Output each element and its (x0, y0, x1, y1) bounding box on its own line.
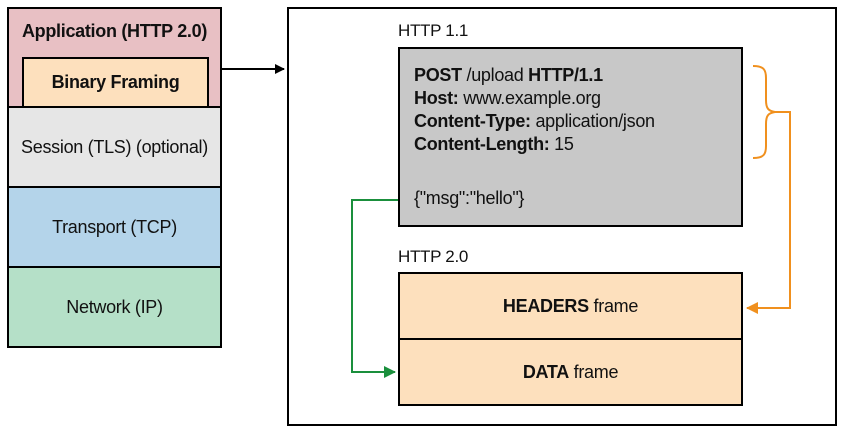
request-version: HTTP/1.1 (528, 65, 603, 85)
host-header-key: Host: (414, 88, 459, 108)
content-type-header: Content-Type: application/json (414, 111, 655, 132)
content-type-value: application/json (530, 111, 655, 131)
session-layer: Session (TLS) (optional) (7, 106, 222, 188)
http11-request-box: POST /upload HTTP/1.1 Host: www.example.… (398, 47, 743, 227)
session-layer-label: Session (TLS) (optional) (21, 137, 208, 157)
request-line: POST /upload HTTP/1.1 (414, 65, 603, 86)
request-method: POST (414, 65, 462, 85)
headers-brace (752, 65, 776, 159)
application-layer: Application (HTTP 2.0) Binary Framing (7, 7, 222, 110)
data-arrow (351, 199, 398, 378)
data-frame-type: DATA (522, 362, 569, 382)
headers-arrow (746, 111, 791, 314)
headers-frame-type: HEADERS (502, 296, 589, 316)
binary-framing-label: Binary Framing (51, 72, 180, 92)
request-path: /upload (461, 65, 529, 85)
host-header-value: www.example.org (458, 88, 601, 108)
host-header: Host: www.example.org (414, 88, 601, 109)
content-length-value: 15 (549, 134, 574, 154)
transport-layer-label: Transport (TCP) (52, 217, 177, 237)
content-type-key: Content-Type: (414, 111, 531, 131)
content-length-header: Content-Length: 15 (414, 134, 574, 155)
http2-title: HTTP 2.0 (398, 247, 469, 266)
data-frame-label: DATA frame (400, 362, 741, 383)
network-layer-label: Network (IP) (66, 297, 163, 317)
network-layer: Network (IP) (7, 266, 222, 348)
headers-frame-suffix: frame (588, 296, 639, 316)
headers-frame: HEADERS frame (398, 272, 743, 340)
http11-title: HTTP 1.1 (398, 21, 469, 40)
data-frame-suffix: frame (568, 362, 619, 382)
request-body: {"msg":"hello"} (414, 188, 525, 208)
data-frame: DATA frame (398, 338, 743, 406)
content-length-key: Content-Length: (414, 134, 550, 154)
headers-frame-label: HEADERS frame (400, 296, 741, 317)
application-layer-label: Application (HTTP 2.0) (21, 21, 208, 41)
